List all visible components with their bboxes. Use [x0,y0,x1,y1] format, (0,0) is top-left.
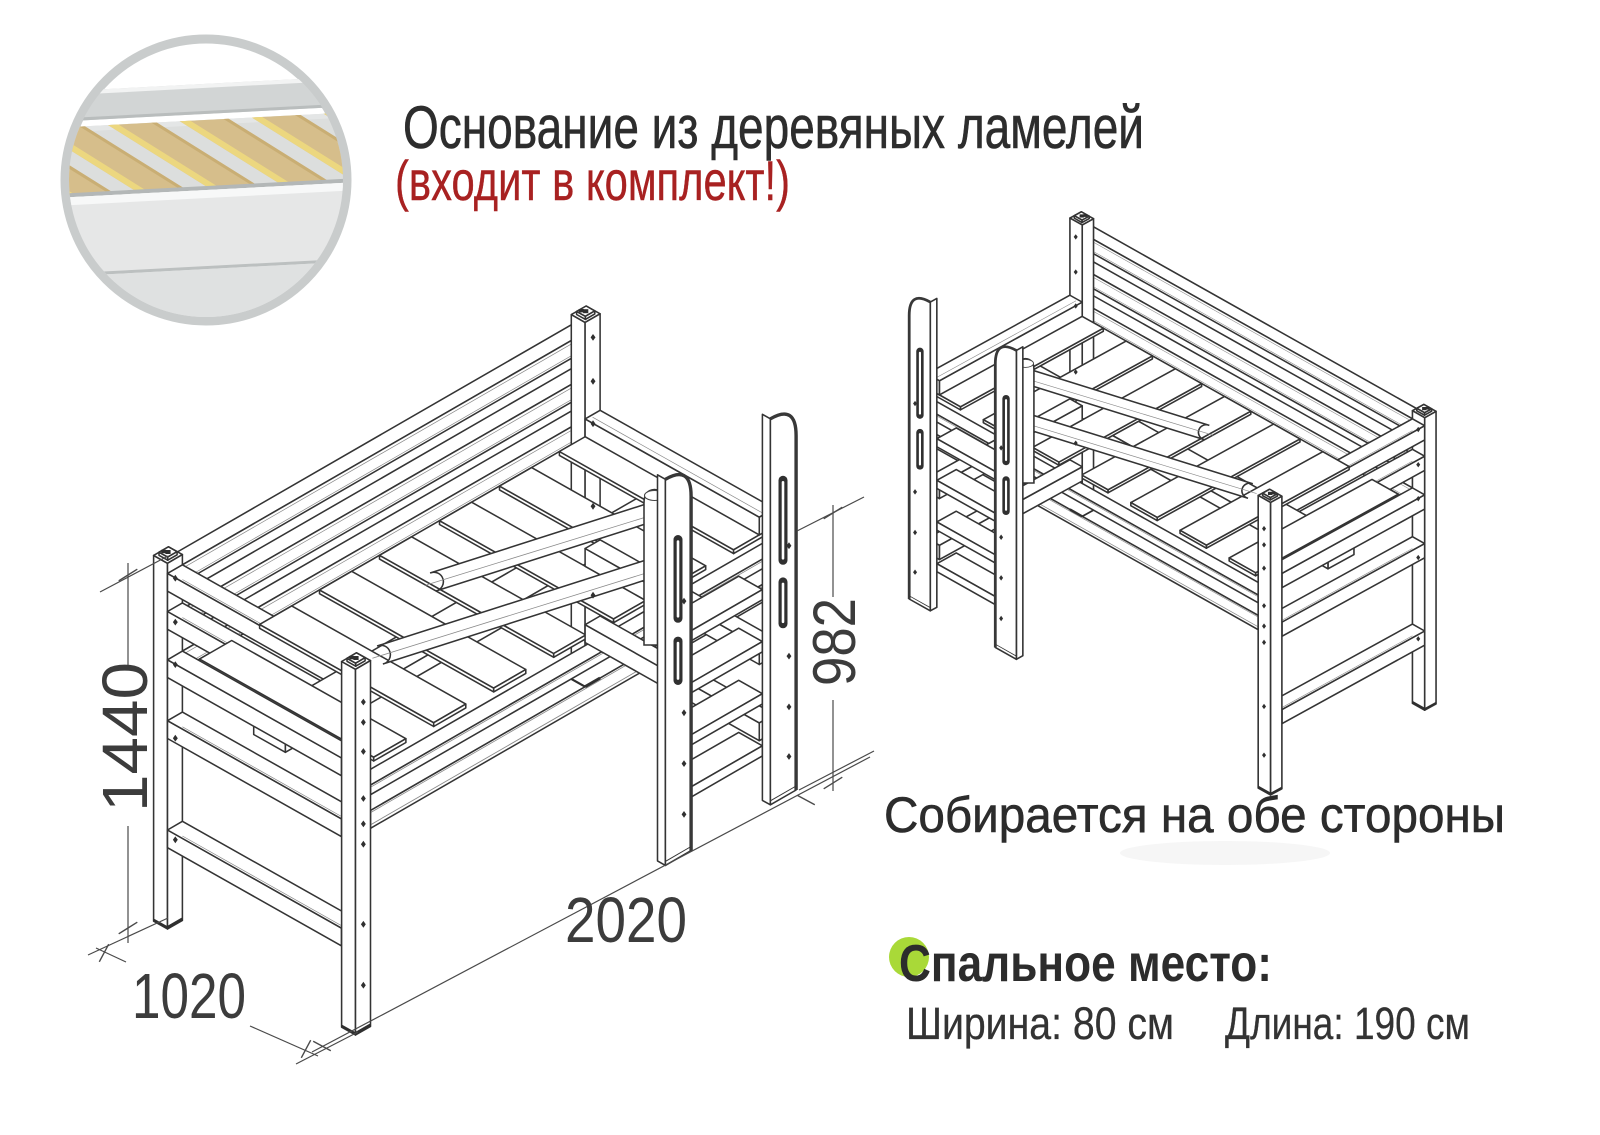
svg-text:Спальное место:: Спальное место: [899,935,1272,993]
svg-text:Собирается на обе стороны: Собирается на обе стороны [884,787,1505,843]
svg-text:982: 982 [801,598,868,686]
svg-text:Длина: 190 см: Длина: 190 см [1225,998,1470,1049]
svg-text:Основание из деревяных ламелей: Основание из деревяных ламелей [403,94,1144,161]
svg-text:(входит в комплект!): (входит в комплект!) [395,149,790,212]
svg-text:1440: 1440 [89,662,161,812]
svg-text:1020: 1020 [132,960,246,1032]
svg-text:2020: 2020 [565,884,687,956]
svg-text:Ширина: 80 см: Ширина: 80 см [906,998,1174,1049]
